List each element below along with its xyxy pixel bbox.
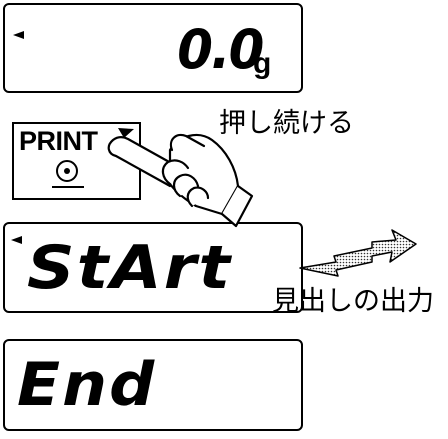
print-key-symbol-icon	[56, 160, 78, 182]
stable-indicator-icon	[11, 236, 22, 244]
print-key[interactable]: PRINT	[12, 122, 141, 200]
hold-caption: 押し続ける	[219, 108, 354, 139]
weight-unit: g	[253, 47, 272, 80]
stable-indicator-icon	[13, 31, 24, 39]
print-key-label: PRINT	[19, 126, 98, 156]
end-display: End	[3, 339, 303, 431]
output-arrow-icon	[299, 229, 417, 277]
print-key-underline	[52, 186, 84, 188]
weight-value: 0.0	[177, 18, 264, 81]
pressing-hand-icon	[107, 133, 254, 228]
print-key-arrow-icon	[118, 128, 134, 138]
weight-display: 0.0 g	[3, 3, 303, 93]
end-text: End	[17, 350, 157, 420]
output-caption: 見出しの出力	[272, 286, 434, 317]
start-display: StArt	[3, 222, 303, 313]
start-text: StArt	[27, 233, 233, 303]
